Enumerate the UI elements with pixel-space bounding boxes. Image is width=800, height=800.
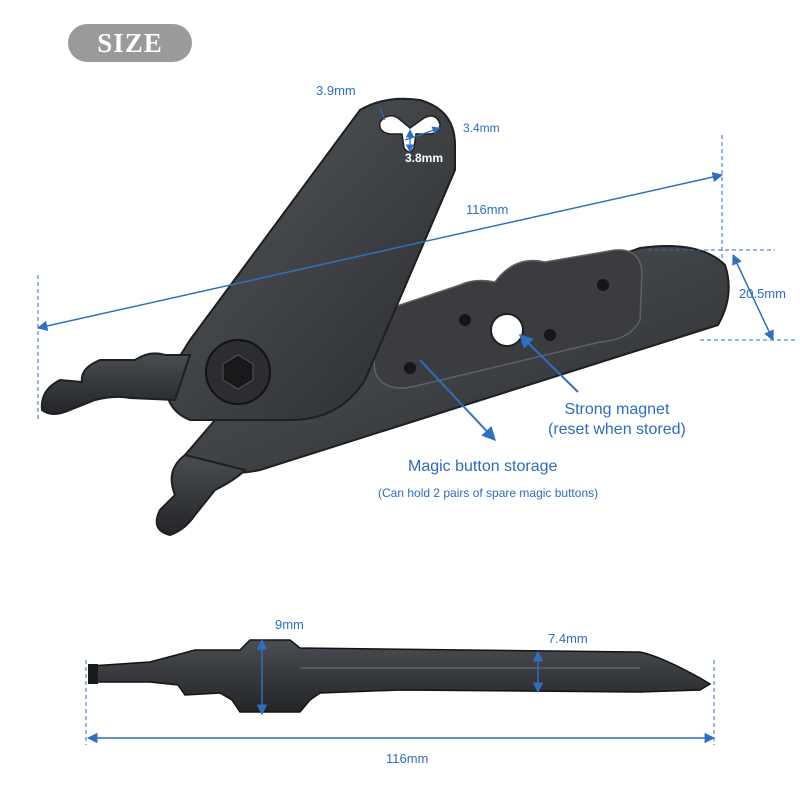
magnet-callout: Strong magnet (reset when stored)	[548, 400, 686, 440]
slot-height-label: 3.8mm	[405, 151, 444, 165]
side-view	[88, 639, 712, 713]
slot-width-label: 3.4mm	[463, 121, 500, 135]
body-thickness-label: 7.4mm	[548, 631, 588, 646]
length-label-top: 116mm	[466, 202, 509, 217]
storage-hole	[459, 314, 471, 326]
storage-hole	[597, 279, 609, 291]
storage-callout-title: Magic button storage	[408, 458, 558, 475]
size-badge: SIZE	[68, 24, 192, 62]
storage-hole	[544, 329, 556, 341]
hinge-thickness-label: 9mm	[275, 617, 304, 632]
magnet-hole	[490, 313, 524, 347]
length-label-side: 116mm	[386, 751, 429, 766]
magnet-callout-title: Strong magnet	[564, 401, 670, 418]
storage-callout-sub: (Can hold 2 pairs of spare magic buttons…	[378, 486, 599, 500]
magnet-callout-sub: (reset when stored)	[548, 421, 686, 438]
dimension-lines-top	[36, 107, 795, 442]
width-label: 20.5mm	[739, 286, 786, 301]
storage-hole	[404, 362, 416, 374]
dimension-lines-side	[85, 638, 716, 745]
hole-width-label: 3.9mm	[316, 83, 356, 98]
